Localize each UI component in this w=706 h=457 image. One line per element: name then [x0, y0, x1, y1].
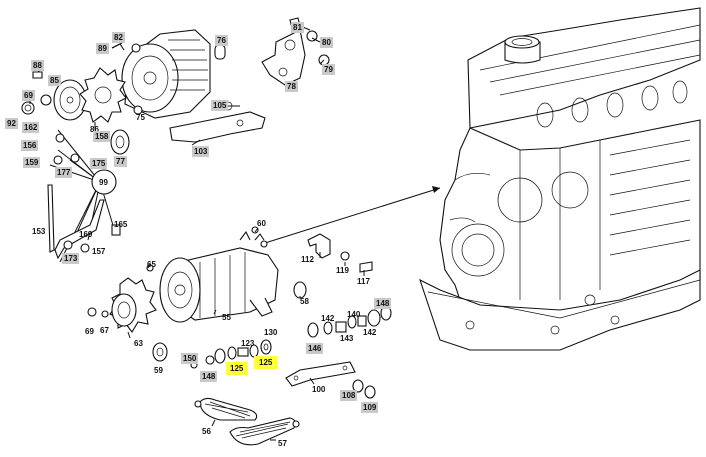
callout-162[interactable]: 162 [22, 122, 40, 133]
bracket-cluster [285, 233, 392, 399]
callout-156[interactable]: 156 [21, 140, 39, 151]
top-small-parts [32, 17, 330, 155]
callout-169[interactable]: 169 [79, 230, 93, 239]
callout-80[interactable]: 80 [320, 37, 333, 48]
callout-81[interactable]: 81 [291, 22, 304, 33]
callout-59[interactable]: 59 [154, 366, 163, 375]
callout-142-a[interactable]: 142 [321, 314, 335, 323]
mount-arrow [264, 186, 441, 244]
callout-57[interactable]: 57 [278, 439, 287, 448]
callout-60[interactable]: 60 [257, 219, 266, 228]
callout-143[interactable]: 143 [340, 334, 354, 343]
callout-78[interactable]: 78 [285, 81, 298, 92]
callout-55[interactable]: 55 [222, 313, 231, 322]
callout-146[interactable]: 146 [306, 343, 324, 354]
callout-99[interactable]: 99 [99, 178, 108, 187]
callout-150[interactable]: 150 [181, 353, 199, 364]
tensioner-assembly [47, 129, 121, 263]
callout-123[interactable]: 123 [241, 339, 255, 348]
engine-block [419, 7, 701, 351]
callout-85[interactable]: 85 [48, 75, 61, 86]
callout-125-highlight-b[interactable]: 125 [254, 356, 278, 369]
callout-140[interactable]: 140 [347, 310, 361, 319]
alternator-top [121, 29, 211, 119]
pulley-bottom [87, 264, 168, 362]
callout-177[interactable]: 177 [55, 167, 73, 178]
callout-130[interactable]: 130 [264, 328, 278, 337]
callout-159[interactable]: 159 [23, 157, 41, 168]
washer-set [190, 339, 272, 369]
callout-157[interactable]: 157 [92, 247, 106, 256]
callout-69-top[interactable]: 69 [22, 90, 35, 101]
callout-76[interactable]: 76 [215, 35, 228, 46]
callout-58[interactable]: 58 [300, 297, 309, 306]
callout-125-highlight-a[interactable]: 125 [226, 362, 248, 375]
callout-142-b[interactable]: 142 [363, 328, 377, 337]
callout-69-bottom[interactable]: 69 [85, 327, 94, 336]
callout-88[interactable]: 88 [31, 60, 44, 71]
callout-92[interactable]: 92 [5, 118, 18, 129]
callout-148[interactable]: 148 [374, 298, 392, 309]
callout-117[interactable]: 117 [357, 277, 370, 286]
callout-103[interactable]: 103 [192, 146, 210, 157]
callout-153[interactable]: 153 [32, 227, 46, 236]
callout-109[interactable]: 109 [361, 402, 379, 413]
callout-158[interactable]: 158 [93, 131, 111, 142]
callout-65[interactable]: 65 [147, 260, 156, 269]
callout-82[interactable]: 82 [112, 32, 125, 43]
callout-108[interactable]: 108 [340, 390, 358, 401]
callout-56[interactable]: 56 [202, 427, 211, 436]
fan-pulley-top [21, 67, 127, 123]
callout-112[interactable]: 112 [301, 255, 314, 264]
callout-148-b[interactable]: 148 [200, 371, 218, 382]
ground-straps [194, 397, 300, 446]
callout-63[interactable]: 63 [134, 339, 143, 348]
callout-77[interactable]: 77 [114, 156, 127, 167]
leader-lines [29, 25, 365, 441]
callout-86[interactable]: 86 [90, 125, 99, 134]
callout-175[interactable]: 175 [90, 158, 108, 169]
callout-173[interactable]: 173 [62, 253, 80, 264]
callout-165[interactable]: 165 [114, 220, 128, 229]
callout-100[interactable]: 100 [312, 385, 326, 394]
callout-75[interactable]: 75 [136, 113, 145, 122]
callout-119[interactable]: 119 [336, 266, 349, 275]
generator-bottom [159, 226, 279, 323]
callout-89[interactable]: 89 [96, 43, 109, 54]
callout-105[interactable]: 105 [211, 100, 229, 111]
callout-79[interactable]: 79 [322, 64, 335, 75]
callout-67[interactable]: 67 [100, 326, 109, 335]
